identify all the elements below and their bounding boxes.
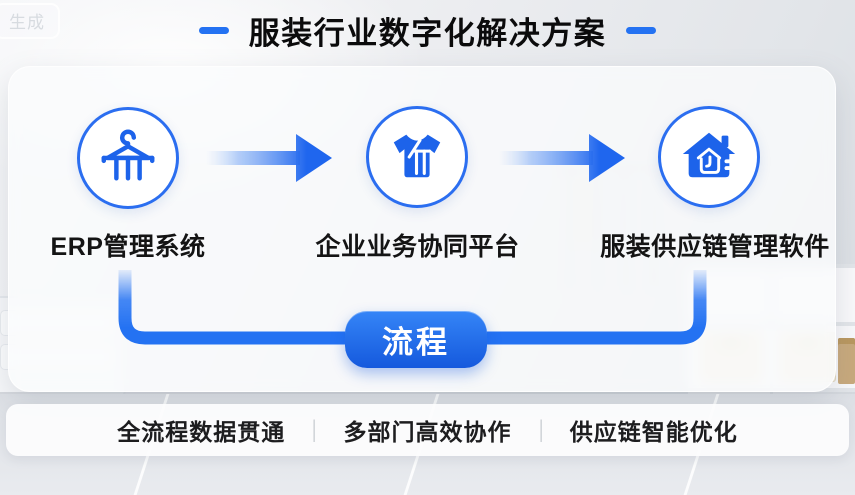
feature-divider: | (312, 416, 317, 443)
process-badge-label: 流程 (382, 325, 450, 360)
feature-item: 全流程数据贯通 (117, 419, 286, 445)
step-erp-label: ERP管理系统 (50, 233, 206, 261)
title-dash-right (626, 26, 657, 34)
step-platform-circle (366, 106, 468, 208)
page-title-row: 服装行业数字化解决方案 (0, 6, 855, 54)
page-title: 服装行业数字化解决方案 (248, 15, 607, 51)
generate-chip[interactable]: 生成 (0, 3, 60, 39)
title-dash-left (198, 26, 229, 34)
step-erp-circle (77, 107, 179, 209)
process-badge: 流程 (345, 311, 487, 368)
warehouse-house-icon (678, 124, 740, 191)
tshirt-icon (386, 124, 448, 191)
step-supplychain-circle (658, 106, 760, 208)
hanger-icon (97, 125, 159, 192)
feature-item: 供应链智能优化 (569, 419, 738, 445)
feature-divider: | (538, 416, 543, 443)
step-platform-label: 企业业务协同平台 (315, 233, 520, 261)
step-supplychain-label: 服装供应链管理软件 (600, 233, 830, 261)
feature-item: 多部门高效协作 (343, 419, 512, 445)
flow-arrow-icon (206, 131, 332, 185)
flow-arrow-icon (499, 131, 625, 185)
generate-chip-label: 生成 (9, 13, 45, 32)
floor-seam-line (0, 392, 855, 395)
feature-bar: 全流程数据贯通 | 多部门高效协作 | 供应链智能优化 (6, 404, 849, 456)
